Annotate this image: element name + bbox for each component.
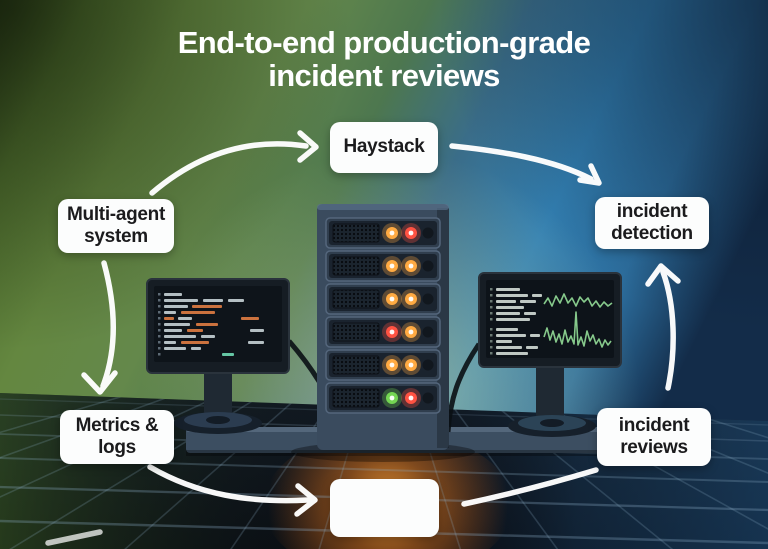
incident-detection-line-2: detection	[611, 223, 693, 244]
left-monitor	[146, 278, 346, 434]
server-bay	[325, 217, 441, 249]
incident-reviews-line-2: reviews	[620, 437, 688, 458]
unlit-led	[422, 359, 434, 371]
multi-agent-line-2: system	[84, 226, 148, 247]
chart-line-lower	[543, 311, 612, 348]
metrics-logs-line-2: logs	[98, 437, 136, 458]
flow-arrows	[45, 130, 681, 546]
incident-reviews-line-1: incident	[618, 414, 690, 436]
server-bay	[325, 250, 441, 282]
unlit-led	[422, 227, 434, 239]
metrics-logs-node: Metrics & logs	[60, 410, 174, 464]
title-line-1: End-to-end production-grade	[177, 25, 591, 60]
page-title: End-to-end production-grade incident rev…	[0, 26, 768, 92]
unlit-led	[422, 293, 434, 305]
arrowhead-to-haystack	[297, 130, 319, 163]
server-bay	[325, 349, 441, 381]
floor-reflection-stroke	[45, 529, 103, 546]
unlit-led	[422, 326, 434, 338]
server-bay	[325, 382, 441, 414]
server-bay	[325, 316, 441, 348]
right-monitor	[445, 272, 622, 437]
arrow-metrics-logs-to-output	[147, 464, 311, 504]
haystack-node: Haystack	[330, 122, 438, 173]
arrow-multi-agent-to-haystack	[149, 141, 309, 196]
arrow-incident-reviews-to-incident-detection	[660, 269, 676, 391]
incident-detection-line-1: incident	[616, 200, 688, 222]
arrowhead-to-incident-detection-top	[577, 163, 602, 186]
log-lines-graphic	[158, 293, 264, 356]
title-line-2: incident reviews	[268, 58, 500, 94]
arrowhead-to-incident-detection-bottom	[645, 263, 681, 287]
arrow-multi-agent-to-metrics-logs	[100, 260, 116, 389]
unlit-led	[422, 260, 434, 272]
right-monitor-stand	[536, 364, 564, 420]
arrowhead-to-metrics-logs	[81, 370, 118, 395]
metrics-logs-line-1: Metrics &	[75, 414, 159, 436]
connector-output-to-incident-reviews	[461, 467, 599, 507]
unlit-led	[422, 392, 434, 404]
server-rack	[291, 204, 475, 462]
multi-agent-line-1: Multi-agent	[66, 203, 166, 225]
multi-agent-system-node: Multi-agent system	[58, 199, 174, 253]
chart-line-upper	[543, 293, 613, 308]
server-bay	[325, 283, 441, 315]
output-box-node	[330, 479, 439, 537]
metrics-chart-graphic	[490, 288, 613, 355]
incident-detection-node: incident detection	[595, 197, 709, 249]
arrowhead-to-output-box	[294, 483, 318, 517]
haystack-label: Haystack	[343, 136, 425, 158]
arrow-haystack-to-incident-detection	[449, 143, 594, 182]
incident-reviews-node: incident reviews	[597, 408, 711, 466]
